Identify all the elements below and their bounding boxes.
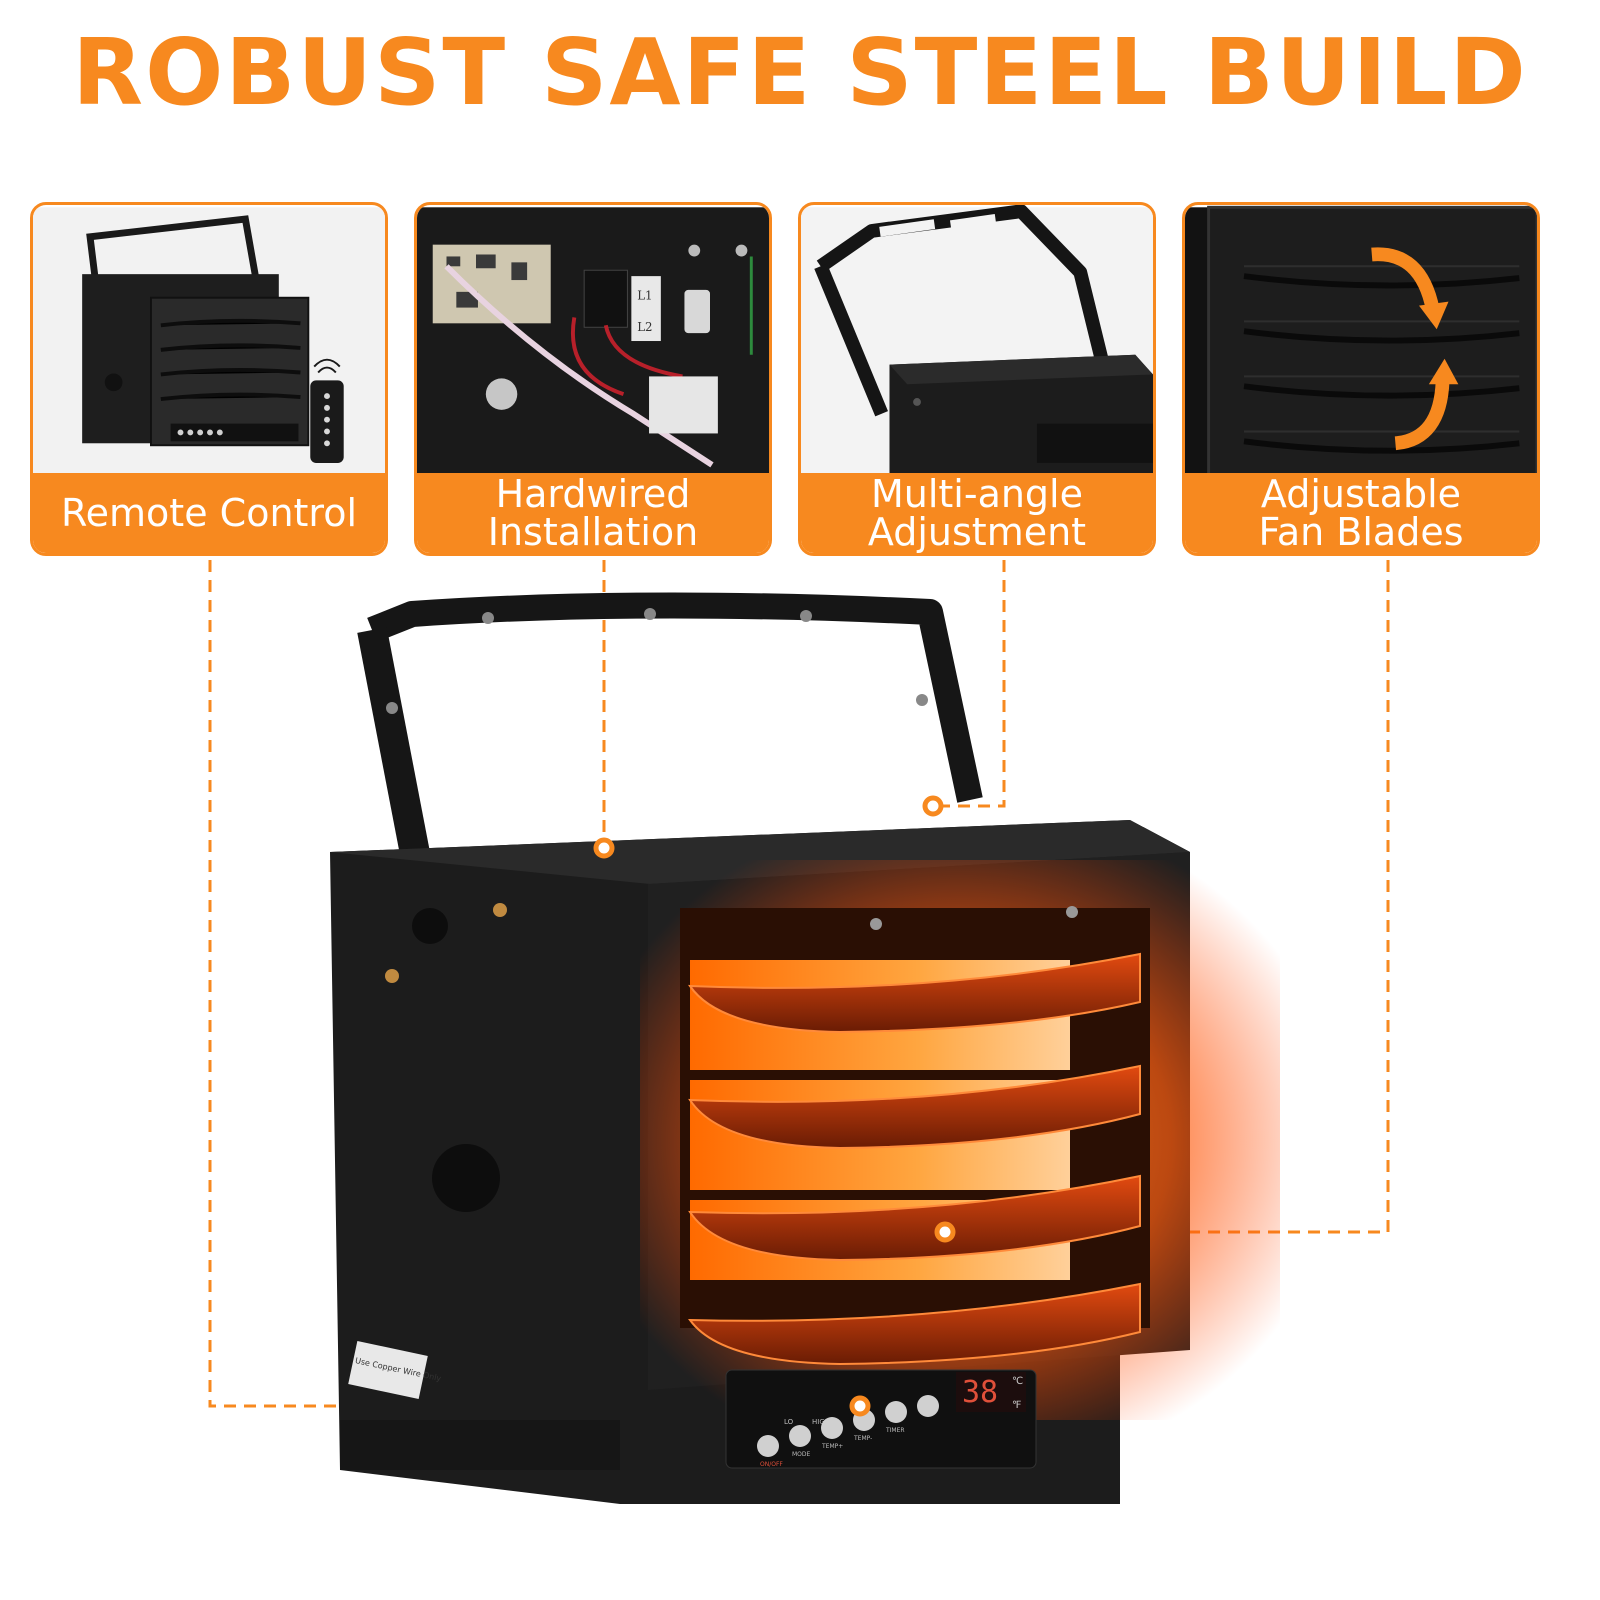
- feature-card-remote-control: Remote Control: [30, 202, 388, 556]
- fan-blades-photo: [1185, 205, 1537, 479]
- terminal-l1-text: L1: [637, 289, 652, 303]
- feature-card-hardwired-installation: L1 L2 Hardwired Installation: [414, 202, 772, 556]
- temp-down-label: TEMP-: [853, 1435, 872, 1442]
- feature-card-multi-angle-adjustment: Multi-angle Adjustment: [798, 202, 1156, 556]
- unit-toggle-button[interactable]: [917, 1395, 939, 1417]
- remote-control-photo: [33, 207, 385, 477]
- speed-high-label: HIGH: [812, 1418, 830, 1426]
- unit-celsius: ℃: [1012, 1376, 1023, 1387]
- temp-up-button[interactable]: [821, 1417, 843, 1439]
- page-title: ROBUST SAFE STEEL BUILD: [72, 19, 1528, 126]
- timer-button[interactable]: [885, 1401, 907, 1423]
- power-button[interactable]: [757, 1435, 779, 1457]
- fan-blades[interactable]: [688, 952, 1141, 1366]
- rotate-up-arrow-icon: [1394, 379, 1450, 451]
- feature-card-adjustable-fan-blades: Adjustable Fan Blades: [1182, 202, 1540, 556]
- mode-button[interactable]: [789, 1425, 811, 1447]
- unit-fahrenheit: ℉: [1012, 1400, 1022, 1411]
- power-button-label: ON/OFF: [760, 1461, 783, 1468]
- feature-label: Adjustable Fan Blades: [1185, 473, 1537, 553]
- bracket-photo: [801, 205, 1153, 477]
- speed-low-label: LO: [784, 1418, 794, 1426]
- terminal-l2-text: L2: [637, 320, 652, 334]
- temp-up-label: TEMP+: [821, 1443, 843, 1450]
- callout-dots: [593, 795, 956, 1417]
- feature-label: Multi-angle Adjustment: [801, 473, 1153, 553]
- temperature-display: 38: [962, 1375, 998, 1410]
- feature-label: Remote Control: [33, 473, 385, 553]
- mode-button-label: MODE: [792, 1451, 811, 1458]
- feature-label: Hardwired Installation: [417, 473, 769, 553]
- mounting-bracket: [367, 592, 983, 803]
- bracket-knob-lower[interactable]: [432, 1144, 500, 1212]
- wiring-photo: L1 L2: [417, 207, 769, 477]
- rotate-down-arrow-icon: [1371, 247, 1440, 312]
- bracket-knob-upper[interactable]: [412, 908, 448, 944]
- timer-label: TIMER: [885, 1427, 905, 1434]
